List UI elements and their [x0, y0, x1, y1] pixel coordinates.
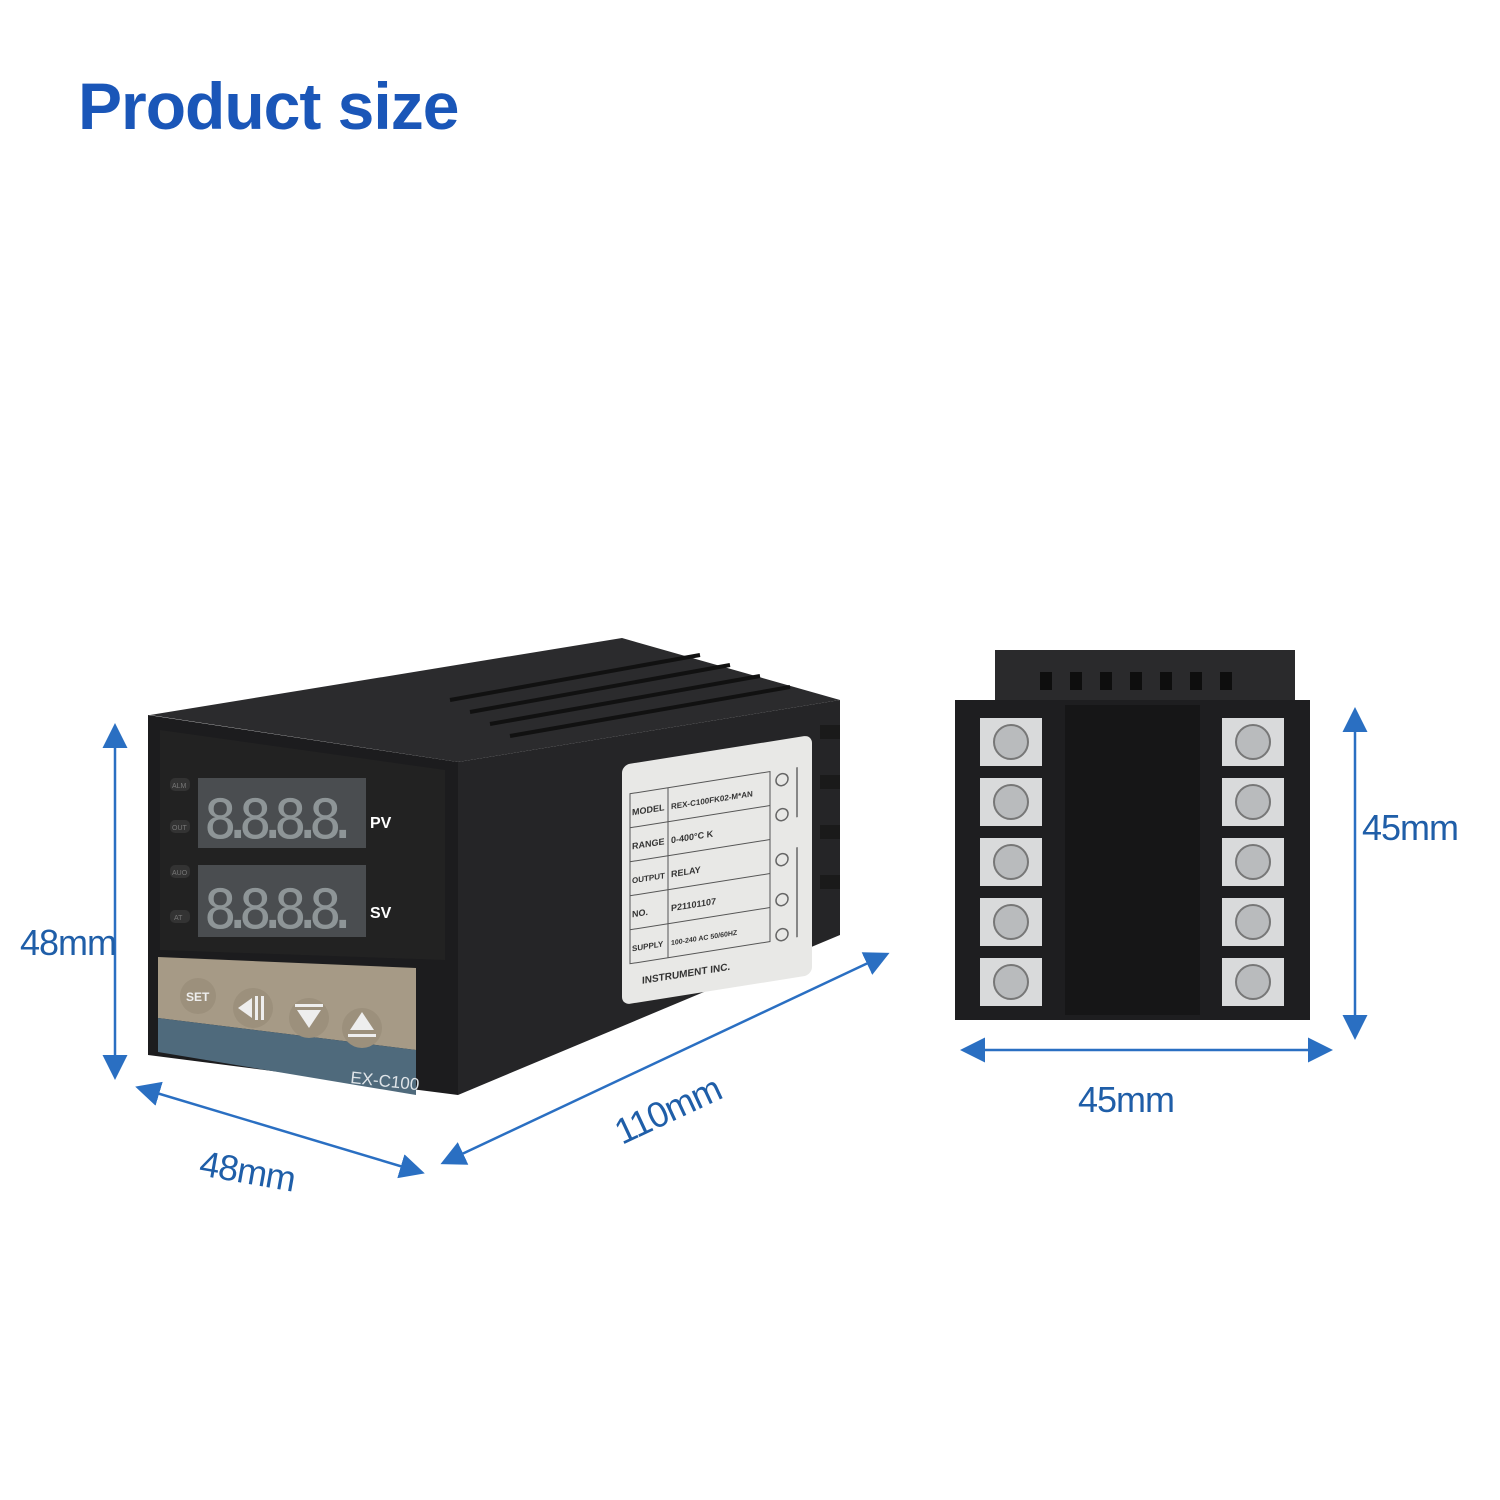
down-button[interactable]	[289, 998, 329, 1038]
screw-icon	[993, 904, 1029, 940]
depth-label: 110mm	[608, 1068, 727, 1153]
terminal-blocks	[980, 718, 1284, 1006]
screw-icon	[1235, 784, 1271, 820]
sv-label: SV	[370, 905, 392, 922]
shift-button[interactable]	[233, 988, 273, 1028]
up-icon	[348, 1012, 376, 1037]
set-button[interactable]: SET	[180, 978, 216, 1014]
rear-vents	[1040, 672, 1232, 690]
vent-slots	[449, 653, 791, 738]
screw-icon	[1235, 964, 1271, 1000]
front-device: 8.8.8.8. 8.8.8.8. PV SV ALM OUT AUO AT S…	[148, 638, 840, 1095]
pv-display-value: 8.8.8.8.	[204, 788, 359, 851]
wiring-diagram	[775, 767, 798, 942]
dimension-lines	[102, 707, 1368, 1179]
down-icon	[295, 1004, 323, 1028]
screw-icon	[1235, 904, 1271, 940]
screw-icon	[1235, 724, 1271, 760]
rear-center-block	[1065, 705, 1200, 1015]
pv-display	[198, 778, 366, 848]
side-spec-label: MODEL REX-C100FK02-M*AN RANGE 0-400°C K …	[622, 736, 812, 1004]
sv-display-value: 8.8.8.8.	[204, 878, 359, 941]
rear-height-label: 45mm	[1362, 807, 1458, 848]
spec-value-output: RELAY	[671, 865, 701, 880]
indicator-out: OUT	[172, 825, 188, 832]
screw-icon	[993, 784, 1029, 820]
shift-left-icon	[238, 996, 264, 1020]
screw-icon	[1235, 844, 1271, 880]
page-title: Product size	[78, 69, 459, 143]
indicator-auo: AUO	[172, 870, 188, 877]
blue-strip	[158, 1018, 416, 1095]
spec-key-no: NO.	[632, 907, 648, 919]
side-fins	[820, 725, 840, 889]
screw-icon	[993, 724, 1029, 760]
pv-label: PV	[370, 815, 392, 832]
indicator-at: AT	[174, 915, 183, 922]
indicator-alm: ALM	[172, 783, 187, 790]
front-height-label: 48mm	[20, 922, 116, 963]
device-top	[150, 638, 840, 762]
set-button-label: SET	[186, 990, 210, 1004]
front-width-label: 48mm	[197, 1143, 299, 1200]
sv-display	[198, 865, 366, 937]
screw-icon	[993, 964, 1029, 1000]
up-button[interactable]	[342, 1008, 382, 1048]
rear-width-label: 45mm	[1078, 1079, 1174, 1120]
rear-device	[955, 650, 1310, 1020]
screw-icon	[993, 844, 1029, 880]
indicator-leds: ALM OUT AUO AT	[170, 778, 190, 923]
